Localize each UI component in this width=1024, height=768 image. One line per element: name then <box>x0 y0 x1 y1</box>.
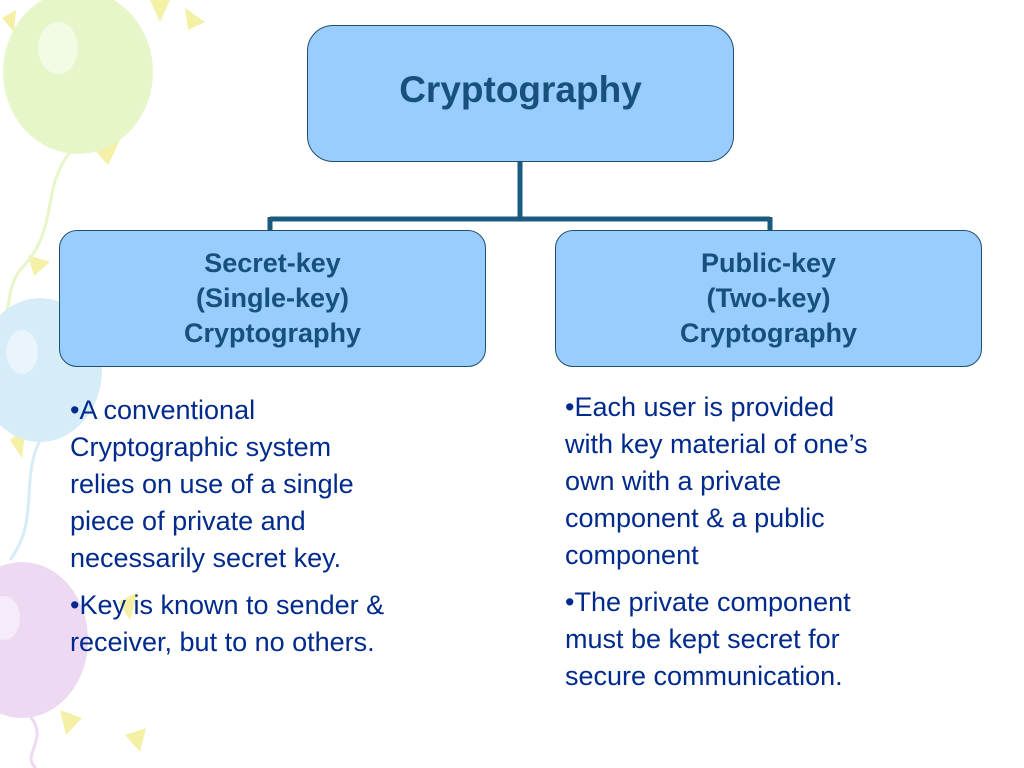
node-public-key-line-1: Public-key <box>700 248 837 278</box>
streamer-shape <box>28 255 50 276</box>
balloon-shape <box>38 22 78 74</box>
bullet-line: secure communication. <box>565 661 843 691</box>
bullet-line: piece of private and <box>70 506 306 536</box>
node-public-key-line-3: Cryptography <box>679 318 858 348</box>
bullet-line: Cryptographic system <box>70 432 332 462</box>
streamer-shape <box>125 728 146 752</box>
bullet-item: •A conventional Cryptographic system rel… <box>70 392 470 577</box>
node-cryptography: Cryptography <box>307 25 734 162</box>
bullet-line: •The private component <box>565 587 851 617</box>
balloon-shape <box>0 562 88 718</box>
node-secret-key-line-2: (Single-key) <box>195 283 350 313</box>
streamer-shape <box>150 0 170 22</box>
public-key-description: •Each user is provided with key material… <box>565 389 985 705</box>
secret-key-description: •A conventional Cryptographic system rel… <box>70 392 470 671</box>
balloon-string <box>8 439 42 561</box>
balloon-shape <box>0 596 20 640</box>
streamer-shape <box>2 10 16 32</box>
bullet-item: •Key is known to sender & receiver, but … <box>70 587 470 661</box>
node-public-key: Public-key (Two-key) Cryptography <box>555 230 982 367</box>
streamer-shape <box>60 710 82 735</box>
balloon-string <box>28 715 39 768</box>
bullet-line: receiver, but to no others. <box>70 627 375 657</box>
bullet-item: •Each user is provided with key material… <box>565 389 985 574</box>
bullet-line: necessarily secret key. <box>70 543 342 573</box>
streamer-shape <box>185 8 205 30</box>
bullet-line: •Each user is provided <box>565 392 835 422</box>
bullet-item: •The private component must be kept secr… <box>565 584 985 695</box>
bullet-line: with key material of one’s <box>565 429 868 459</box>
bullet-line: component & a public <box>565 503 825 533</box>
bullet-line: must be kept secret for <box>565 624 840 654</box>
streamer-shape <box>95 140 120 165</box>
bullet-line: component <box>565 540 699 570</box>
bullet-line: •Key is known to sender & <box>70 590 385 620</box>
bullet-line: •A conventional <box>70 395 256 425</box>
node-root-label: Cryptography <box>399 68 642 110</box>
streamer-shape <box>118 592 138 620</box>
node-secret-key: Secret-key (Single-key) Cryptography <box>59 230 486 367</box>
node-secret-key-line-1: Secret-key <box>204 248 341 278</box>
bullet-line: own with a private <box>565 466 782 496</box>
node-secret-key-line-3: Cryptography <box>183 318 362 348</box>
balloon-shape <box>6 330 38 374</box>
bullet-line: relies on use of a single <box>70 469 354 499</box>
node-public-key-line-2: (Two-key) <box>706 283 831 313</box>
